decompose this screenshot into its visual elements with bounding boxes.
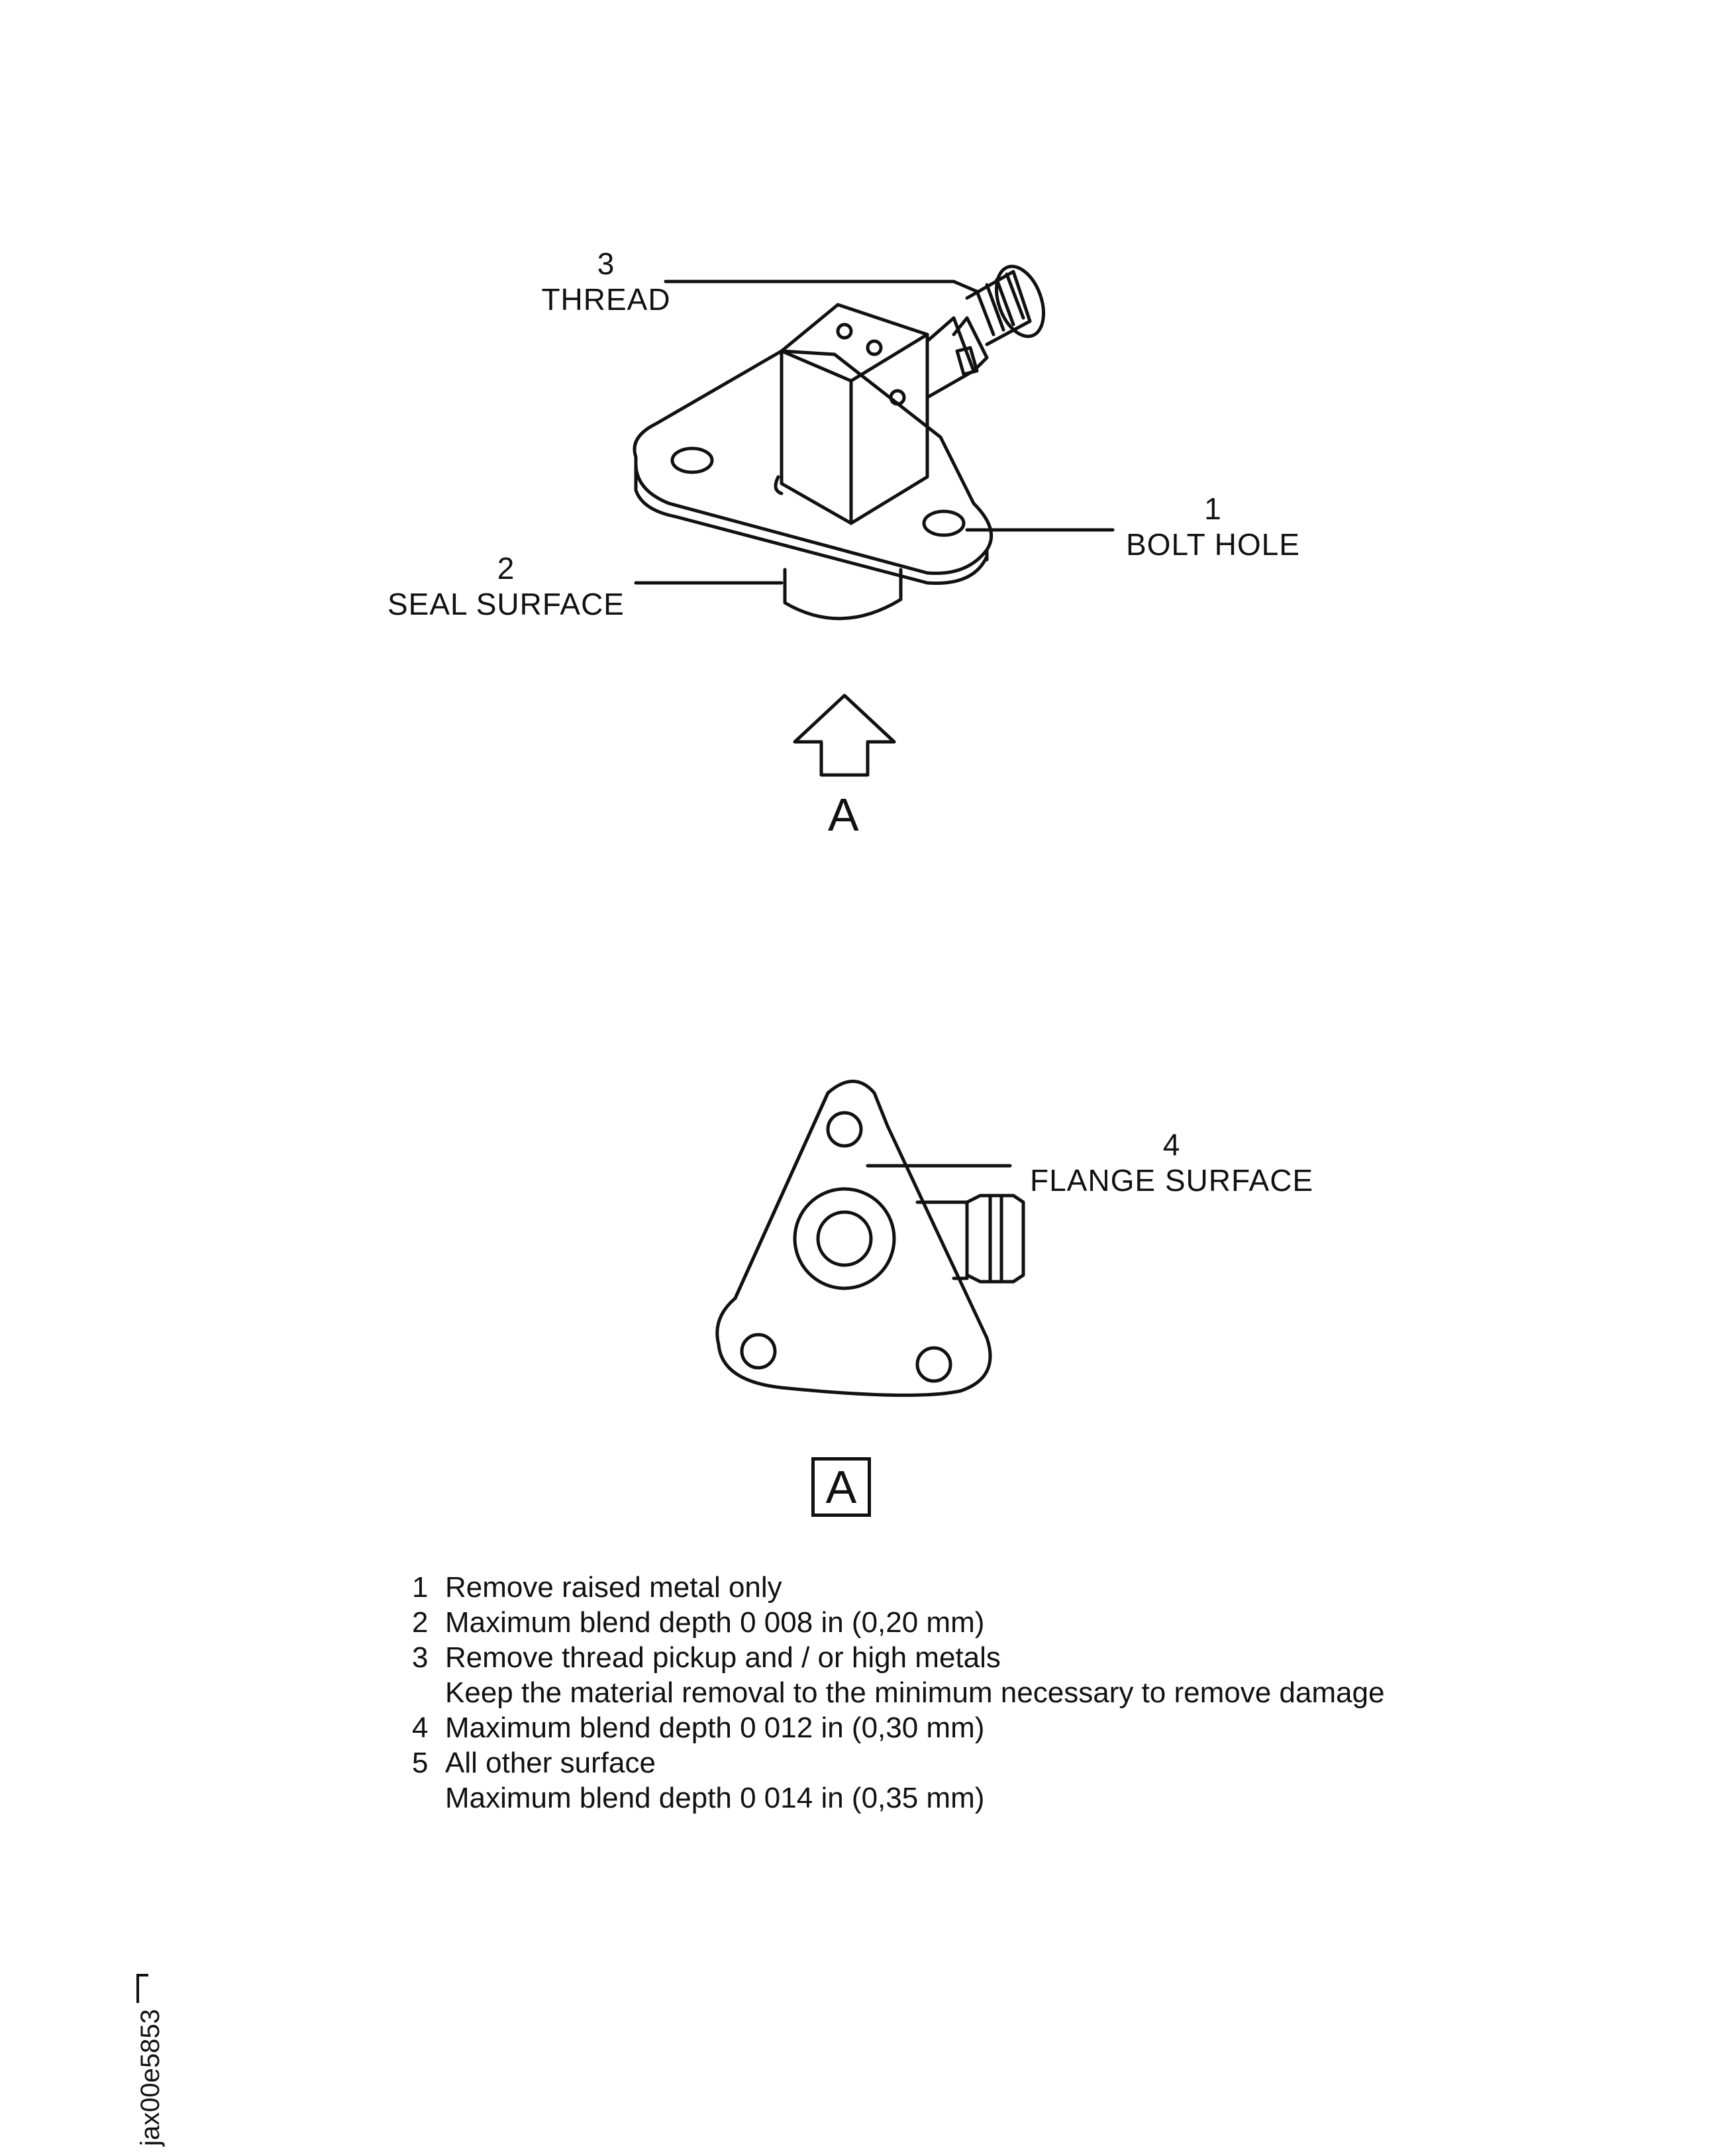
- note-number: 1: [412, 1571, 429, 1604]
- callout-number: 1: [1204, 491, 1222, 526]
- bolt-hole-left: [670, 446, 714, 474]
- note-text: Remove thread pickup and / or high metal…: [445, 1641, 1001, 1674]
- view-a-thread-lines: [988, 1194, 1003, 1284]
- note-item: 4 Maximum blend depth 0 012 in (0,30 mm): [412, 1710, 1384, 1745]
- view-arrow-label: A: [828, 789, 859, 841]
- isometric-fitting-drawing: [633, 264, 1115, 777]
- boss-body: [780, 303, 929, 525]
- view-arrow-icon: [793, 693, 896, 777]
- fitting-collar: [952, 316, 989, 373]
- fitting-flat: [955, 346, 979, 376]
- callout-label: FLANGE SURFACE: [1030, 1163, 1314, 1198]
- figure-id: jax00e5853: [119, 1934, 199, 2146]
- boss-hole-1: [836, 323, 853, 340]
- seal-bore-outer: [793, 1187, 896, 1290]
- view-a-neck: [915, 1200, 969, 1280]
- callout-number: 4: [1162, 1127, 1181, 1162]
- note-item: 2 Maximum blend depth 0 008 in (0,20 mm): [412, 1605, 1384, 1640]
- note-number: [412, 1780, 445, 1816]
- note-item: 3 Remove thread pickup and / or high met…: [412, 1640, 1384, 1675]
- flange-edge: [634, 462, 989, 585]
- callout-flange-surface: 4 FLANGE SURFACE: [1030, 1129, 1313, 1196]
- note-text: All other surface: [445, 1747, 656, 1779]
- thread-end: [995, 264, 1045, 338]
- flange-plate: [633, 349, 994, 576]
- bolt-hole-right: [922, 509, 966, 537]
- callout-bolt-hole: 1 BOLT HOLE: [1126, 493, 1300, 560]
- note-text: Remove raised metal only: [445, 1571, 782, 1604]
- leader-thread-tip: [952, 280, 979, 293]
- figure-id-bracket: [136, 1974, 148, 2003]
- flange-outline: [715, 1080, 992, 1397]
- notes-list: 1 Remove raised metal only 2 Maximum ble…: [412, 1570, 1384, 1816]
- thread-crests: [975, 272, 1025, 336]
- boss-top-edge: [780, 333, 929, 383]
- callout-label: THREAD: [541, 282, 671, 317]
- note-item: 1 Remove raised metal only: [412, 1570, 1384, 1605]
- note-item: Maximum blend depth 0 014 in (0,35 mm): [412, 1780, 1384, 1816]
- seal-bore-inner: [816, 1210, 873, 1267]
- note-number: 4: [412, 1712, 429, 1744]
- callout-number: 3: [597, 246, 615, 281]
- view-box-label: A: [811, 1457, 871, 1517]
- boss-hole-2: [866, 339, 883, 356]
- callout-number: 2: [497, 551, 515, 586]
- callout-label: SEAL SURFACE: [387, 587, 625, 621]
- boss-hole-3: [889, 389, 906, 406]
- figure-id-text: jax00e5853: [136, 2009, 165, 2146]
- seal-spigot: [783, 568, 903, 621]
- boss-fillet: [774, 475, 784, 495]
- callout-thread: 3 THREAD: [540, 248, 672, 315]
- view-a-thread-end: [965, 1194, 1025, 1284]
- note-item: 5 All other surface: [412, 1745, 1384, 1780]
- view-a-bolt-hole-top: [826, 1111, 863, 1148]
- flange-left-edge: [733, 1091, 830, 1300]
- callout-seal-surface: 2 SEAL SURFACE: [387, 553, 625, 619]
- note-number: 2: [412, 1606, 429, 1639]
- view-a-bolt-hole-right: [915, 1346, 952, 1383]
- thread-body: [965, 270, 1032, 346]
- note-number: [412, 1675, 445, 1710]
- note-text: Maximum blend depth 0 014 in (0,35 mm): [445, 1782, 985, 1814]
- note-item: Keep the material removal to the minimum…: [412, 1675, 1384, 1710]
- view-a-drawing: [715, 1080, 1025, 1397]
- note-text: Maximum blend depth 0 008 in (0,20 mm): [445, 1606, 985, 1639]
- callout-label: BOLT HOLE: [1126, 527, 1300, 562]
- note-number: 3: [412, 1641, 429, 1674]
- view-a-bolt-hole-left: [740, 1333, 777, 1370]
- note-text: Keep the material removal to the minimum…: [445, 1676, 1385, 1709]
- note-text: Maximum blend depth 0 012 in (0,30 mm): [445, 1712, 985, 1744]
- fitting-neck: [925, 316, 976, 399]
- note-number: 5: [412, 1747, 429, 1779]
